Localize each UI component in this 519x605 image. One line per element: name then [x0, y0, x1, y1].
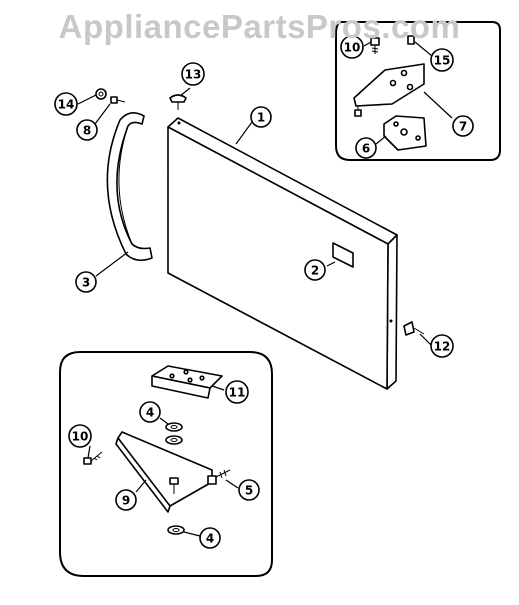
svg-text:10: 10	[344, 41, 361, 55]
callout-7: 7	[452, 115, 474, 137]
svg-text:4: 4	[146, 406, 154, 420]
screw-part-5	[207, 469, 231, 485]
screw-part-10-upper	[370, 37, 380, 54]
screw-part-13	[169, 94, 187, 110]
callout-10-upper: 10	[340, 35, 364, 59]
svg-text:2: 2	[311, 264, 319, 278]
handle-part-3	[106, 112, 153, 262]
screw-part-8	[110, 96, 126, 104]
washers-part-4-upper	[165, 422, 183, 445]
callout-4-lower: 4	[199, 527, 221, 549]
svg-text:8: 8	[83, 124, 91, 138]
svg-text:9: 9	[122, 494, 130, 508]
lower-hinge-inset	[59, 351, 273, 577]
callout-11: 11	[225, 380, 249, 404]
plug-part-14	[95, 88, 107, 100]
callout-8: 8	[76, 119, 98, 141]
screw-part-12	[403, 321, 425, 336]
screw-part-10-lower	[83, 451, 103, 465]
svg-text:15: 15	[434, 54, 451, 68]
callout-14: 14	[54, 92, 78, 116]
svg-text:12: 12	[434, 340, 451, 354]
door-panel-part-1	[167, 117, 398, 390]
callout-1: 1	[250, 106, 272, 128]
callout-9: 9	[115, 489, 137, 511]
callout-6: 6	[355, 137, 377, 159]
svg-text:7: 7	[459, 120, 467, 134]
svg-text:10: 10	[72, 430, 89, 444]
leader-lines	[77, 41, 453, 537]
callout-12: 12	[430, 334, 454, 358]
svg-text:3: 3	[82, 276, 90, 290]
hinge-part-7	[353, 63, 425, 117]
callout-2: 2	[304, 259, 326, 281]
svg-text:5: 5	[245, 484, 253, 498]
watermark-logo: AppliancePartsPros.com	[58, 8, 461, 45]
svg-text:6: 6	[362, 142, 370, 156]
callout-3: 3	[75, 271, 97, 293]
svg-text:11: 11	[229, 386, 246, 400]
svg-text:1: 1	[257, 111, 265, 125]
bracket-part-11	[151, 365, 223, 399]
callout-13: 13	[181, 62, 205, 86]
svg-text:14: 14	[58, 98, 75, 112]
label-plate-part-2	[332, 242, 354, 268]
hinge-part-6	[383, 115, 427, 151]
callout-4-upper: 4	[139, 401, 161, 423]
svg-text:13: 13	[185, 68, 202, 82]
callout-5: 5	[238, 479, 260, 501]
svg-text:4: 4	[206, 532, 214, 546]
washer-part-4-lower	[167, 525, 185, 535]
callout-15: 15	[430, 48, 454, 72]
clip-part-15	[407, 35, 415, 45]
callout-10-lower: 10	[68, 424, 92, 448]
